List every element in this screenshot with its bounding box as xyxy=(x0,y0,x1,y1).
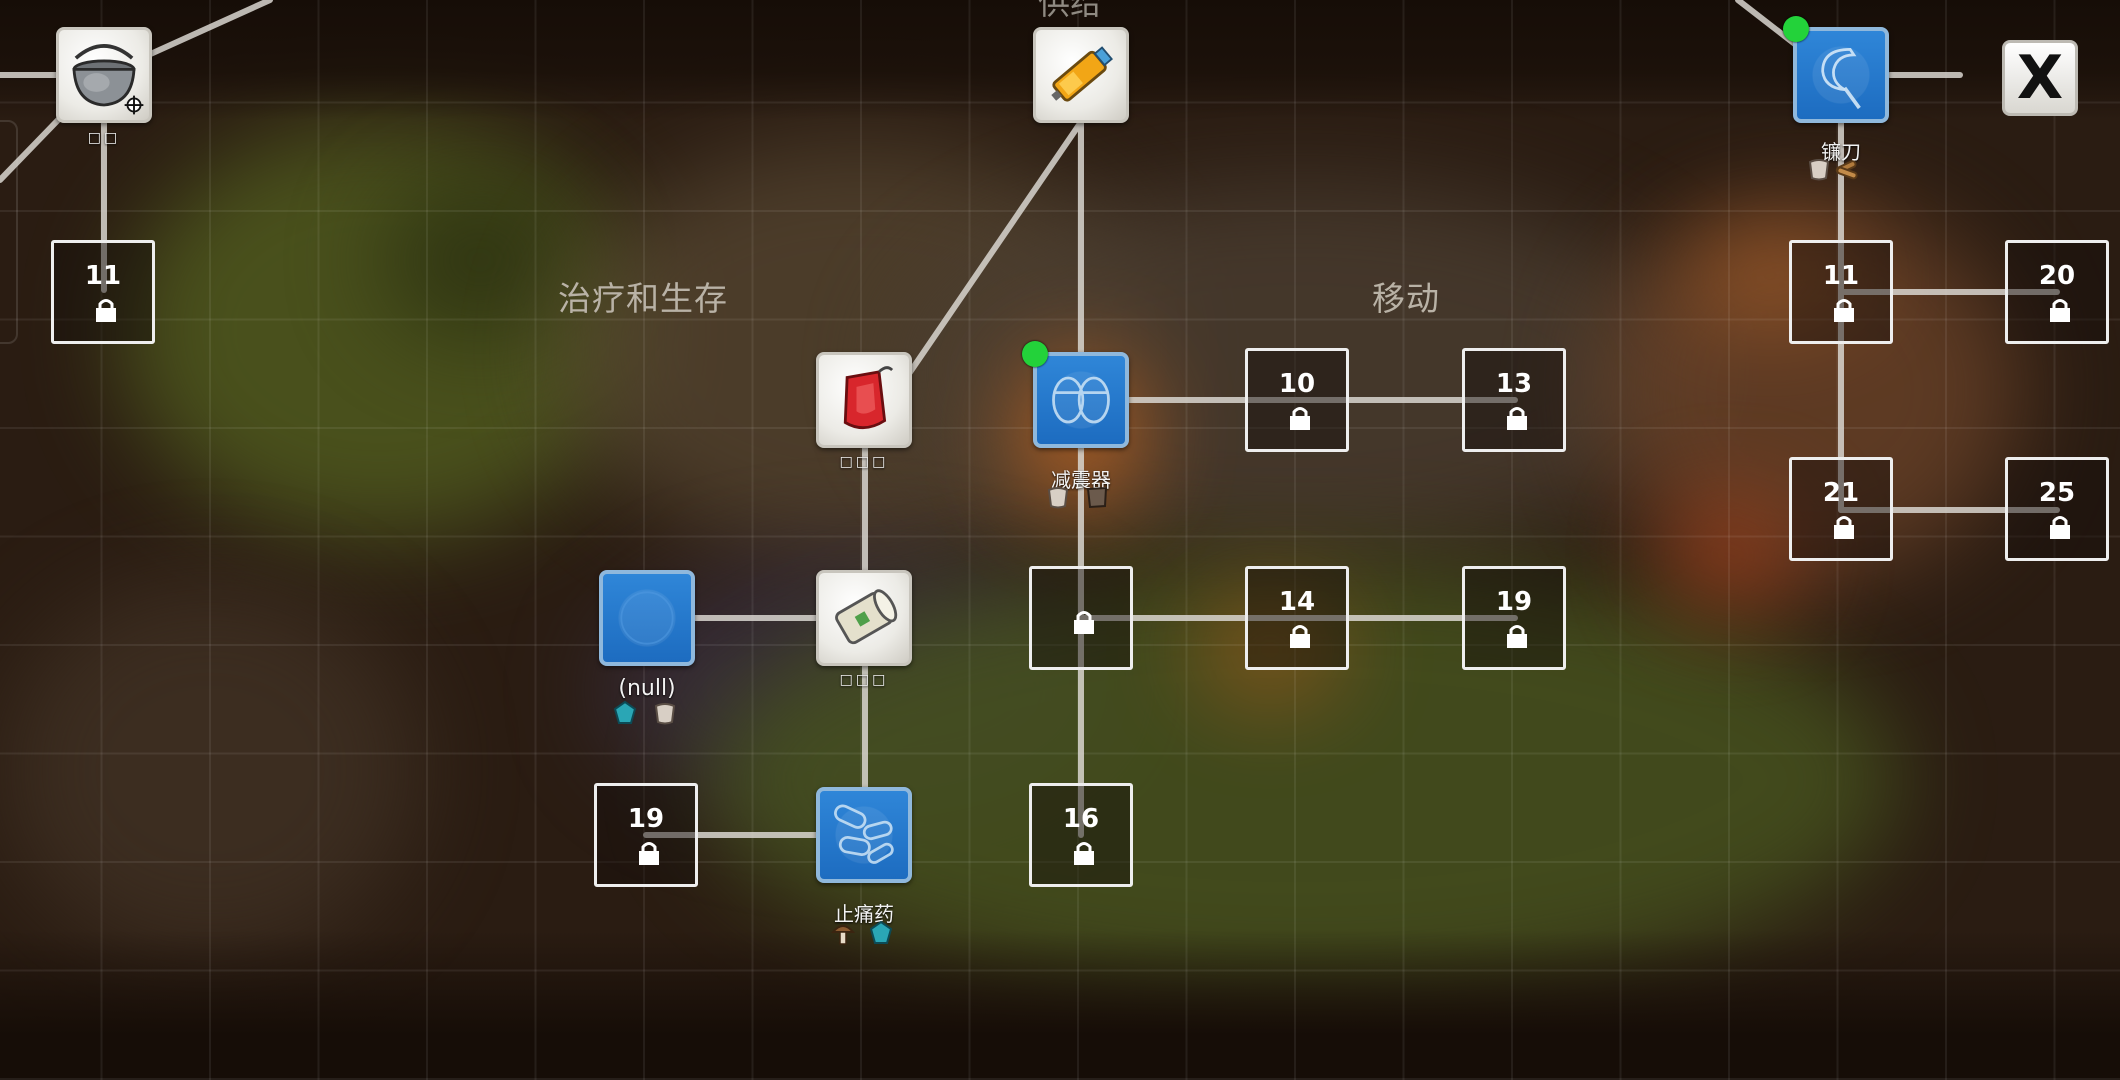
bg-fire-glow xyxy=(1680,230,1860,320)
mushroom-resource-icon xyxy=(830,920,856,950)
skill-node-null[interactable] xyxy=(599,570,695,666)
skill-node-painkiller[interactable] xyxy=(816,787,912,883)
blood-bag-icon xyxy=(843,366,894,430)
locked-skill-node[interactable]: 21 xyxy=(1789,457,1893,561)
unlock-level: 14 xyxy=(1278,587,1316,617)
sickle-icon xyxy=(1821,47,1861,110)
lock-icon xyxy=(1290,625,1310,648)
skill-node-bandage[interactable] xyxy=(816,352,912,448)
syringe-icon xyxy=(1051,46,1113,102)
locked-skill-node[interactable]: 19 xyxy=(594,783,698,887)
skill-node-splint[interactable] xyxy=(816,570,912,666)
lock-icon xyxy=(1074,842,1094,865)
leather-resource-icon xyxy=(1084,484,1110,514)
unlock-level: 16 xyxy=(1062,804,1100,834)
new-indicator-dot xyxy=(1783,16,1809,42)
locked-skill-node[interactable]: 14 xyxy=(1245,566,1349,670)
lock-icon xyxy=(1834,299,1854,322)
close-icon: X xyxy=(2016,43,2064,113)
cloth-resource-icon xyxy=(1806,156,1832,186)
bg-fire-glow xyxy=(1660,500,1800,610)
lock-icon xyxy=(1507,407,1527,430)
locked-skill-node[interactable]: 25 xyxy=(2005,457,2109,561)
lock-icon xyxy=(2050,516,2070,539)
cloth-resource-icon xyxy=(1045,484,1071,514)
knee-pads-icon xyxy=(1052,376,1110,424)
cooking-pot-icon xyxy=(72,44,144,115)
lock-icon xyxy=(1507,625,1527,648)
locked-skill-node[interactable]: 11 xyxy=(1789,240,1893,344)
locked-skill-node[interactable]: 20 xyxy=(2005,240,2109,344)
unlock-level: 11 xyxy=(84,261,122,291)
locked-skill-node[interactable]: 11 xyxy=(51,240,155,344)
unlock-level: 10 xyxy=(1278,369,1316,399)
locked-skill-node[interactable]: 10 xyxy=(1245,348,1349,452)
skill-node-label: 止痛药 xyxy=(834,902,894,926)
cloth-resource-icon xyxy=(652,700,678,730)
unlock-level: 11 xyxy=(1822,261,1860,291)
lock-icon xyxy=(1074,611,1094,634)
side-tab xyxy=(0,120,18,344)
skill-node-label: 镰刀 xyxy=(1821,140,1861,164)
bg-foliage xyxy=(380,180,580,340)
close-button[interactable]: X xyxy=(2002,40,2078,116)
blueprint-icon xyxy=(620,591,674,645)
gauze-roll-icon xyxy=(835,589,898,645)
skill-node-label: □□□ xyxy=(839,672,889,688)
bg-dirt xyxy=(0,580,420,960)
skill-node-cooking-pot[interactable] xyxy=(56,27,152,123)
unlock-level: 20 xyxy=(2038,261,2076,291)
crystal-resource-icon xyxy=(612,700,638,730)
locked-skill-node[interactable]: 13 xyxy=(1462,348,1566,452)
section-title-healing: 治疗和生存 xyxy=(558,279,728,318)
unlock-level: 19 xyxy=(1495,587,1533,617)
pills-icon xyxy=(834,804,894,864)
lock-icon xyxy=(1290,407,1310,430)
unlock-level: 21 xyxy=(1822,478,1860,508)
skill-node-stimulant[interactable] xyxy=(1033,27,1129,123)
wood-resource-icon xyxy=(1834,156,1860,186)
locked-skill-node[interactable]: 19 xyxy=(1462,566,1566,670)
skill-node-label: (null) xyxy=(618,676,676,701)
lock-icon xyxy=(96,299,116,322)
skill-node-sickle[interactable] xyxy=(1793,27,1889,123)
locked-skill-node[interactable]: 16 xyxy=(1029,783,1133,887)
unlock-level: 13 xyxy=(1495,369,1533,399)
section-title-supply: 供给 xyxy=(1038,0,1103,22)
skill-node-shock-absorber[interactable] xyxy=(1033,352,1129,448)
lock-icon xyxy=(639,842,659,865)
lock-icon xyxy=(1834,516,1854,539)
unlock-level: 19 xyxy=(627,804,665,834)
skill-node-label: □□ xyxy=(87,130,121,146)
unlock-level: 25 xyxy=(2038,478,2076,508)
new-indicator-dot xyxy=(1022,341,1048,367)
section-title-movement: 移动 xyxy=(1372,279,1440,318)
skill-node-label: □□□ xyxy=(839,454,889,470)
lock-icon xyxy=(2050,299,2070,322)
crystal-resource-icon xyxy=(868,920,894,950)
bg-foliage xyxy=(120,120,640,540)
vignette-bottom xyxy=(0,930,2120,1080)
locked-skill-node[interactable] xyxy=(1029,566,1133,670)
